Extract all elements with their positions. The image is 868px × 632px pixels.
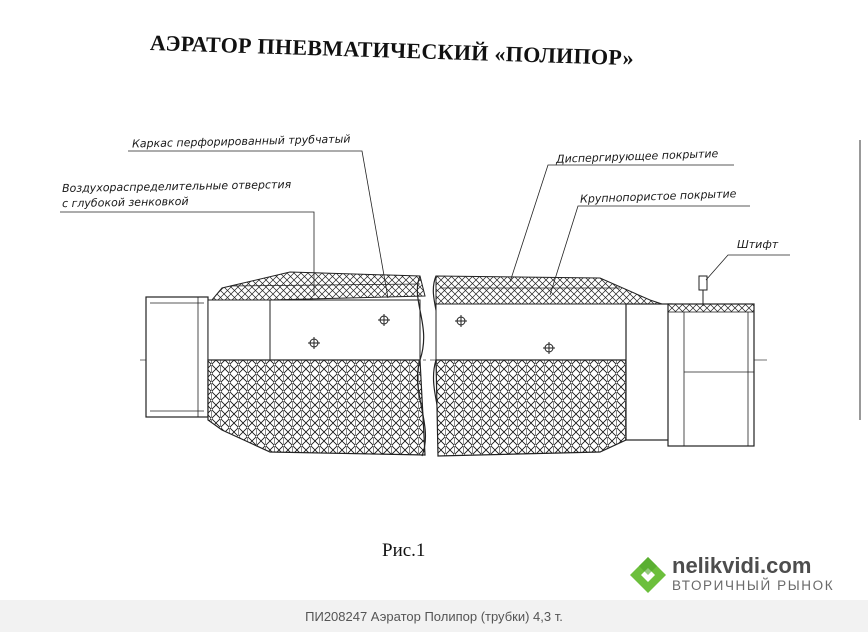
figure-label: Рис.1 <box>382 540 426 561</box>
left-frame-band <box>269 299 421 361</box>
leader-holes <box>60 211 315 296</box>
air-hole <box>308 337 320 349</box>
air-hole <box>378 314 390 326</box>
right-upper-coating <box>435 275 669 307</box>
left-tube-body <box>207 299 271 361</box>
aerator-drawing <box>60 140 861 457</box>
right-lower-coating <box>435 359 627 457</box>
air-hole <box>455 315 467 327</box>
drawing-sheet: АЭРАТОР ПНЕВМАТИЧЕСКИЙ «ПОЛИПОР» <box>60 30 861 597</box>
leader-pin <box>705 254 790 281</box>
image-caption: ПИ208247 Аэратор Полипор (трубки) 4,3 т. <box>305 608 563 624</box>
break-line-left <box>416 275 426 457</box>
label-pin: Штифт <box>737 238 779 251</box>
right-cap <box>625 303 673 441</box>
left-thread-end <box>145 296 209 418</box>
nelikvidi-logo-icon <box>630 557 666 593</box>
leader-coarse <box>549 205 750 296</box>
watermark-subtitle: ВТОРИЧНЫЙ РЫНОК <box>672 578 835 593</box>
caption-bar: ПИ208247 Аэратор Полипор (трубки) 4,3 т. <box>0 600 868 632</box>
pin-mark <box>698 275 708 291</box>
air-hole <box>543 342 555 354</box>
right-socket <box>667 303 755 447</box>
leader-dispersing <box>509 164 734 283</box>
leader-frame <box>128 150 389 299</box>
right-frame-band <box>435 303 627 361</box>
left-coating-line <box>229 283 421 287</box>
watermark: nelikvidi.com ВТОРИЧНЫЙ РЫНОК <box>628 553 853 597</box>
left-lower-coating <box>207 359 426 456</box>
label-holes-line2: с глубокой зенковкой <box>61 194 189 211</box>
watermark-brand: nelikvidi.com <box>672 553 812 578</box>
right-socket-wall <box>667 303 755 313</box>
